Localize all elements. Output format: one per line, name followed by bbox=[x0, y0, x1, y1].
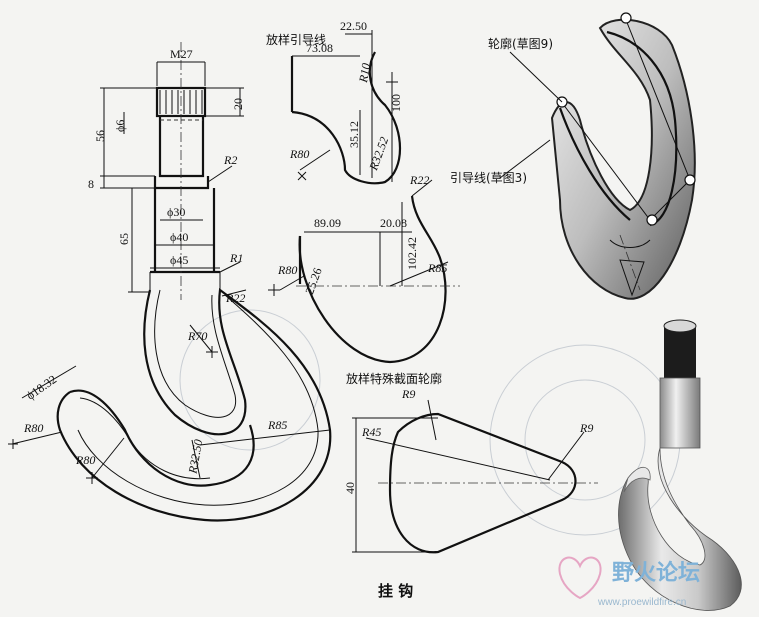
label-guide-sketch3: 引导线(草图3) bbox=[450, 171, 527, 185]
dim-r1: R1 bbox=[229, 251, 243, 265]
caption-hook: 挂 钩 bbox=[378, 582, 413, 600]
dim-phi45: ϕ45 bbox=[170, 253, 188, 267]
background-watermark-arcs bbox=[179, 309, 681, 536]
special-section-profile: 放样特殊截面轮廓 40 R9 R45 R9 bbox=[343, 371, 598, 554]
dim-100: 100 bbox=[389, 94, 403, 112]
dim-56: 56 bbox=[93, 130, 107, 142]
label-guide-curve: 放样引导线 bbox=[266, 32, 326, 47]
hook-outer-contour bbox=[56, 287, 332, 522]
dim-8909: 89.09 bbox=[314, 216, 341, 230]
control-point-icon bbox=[646, 214, 658, 226]
control-point-icon bbox=[620, 12, 632, 24]
dim-r80-section: R80 bbox=[277, 263, 297, 277]
dim-r22-main: R22 bbox=[225, 291, 245, 305]
watermark-url: www.proewildfire.cn bbox=[597, 597, 686, 608]
dim-r9-top: R9 bbox=[401, 387, 415, 401]
dim-r45: R45 bbox=[361, 425, 381, 439]
dim-r10: R10 bbox=[356, 62, 373, 84]
dim-r85-main: R85 bbox=[267, 418, 287, 432]
dim-7308: 73.08 bbox=[306, 41, 333, 55]
label-profile-sketch9: 轮廓(草图9) bbox=[488, 36, 553, 51]
dim-8: 8 bbox=[88, 177, 94, 191]
dim-r80-left: R80 bbox=[23, 421, 43, 435]
dim-r3250: R32.50 bbox=[185, 438, 205, 475]
main-hook-drawing: M27 20 56 ϕ6 8 R2 ϕ30 65 ϕ40 ϕ45 bbox=[8, 42, 332, 522]
dim-65: 65 bbox=[117, 233, 131, 245]
dim-r2: R2 bbox=[223, 153, 237, 167]
dim-m27: M27 bbox=[170, 47, 193, 61]
dim-3512: 35.12 bbox=[347, 121, 361, 148]
forum-watermark: 野火论坛 www.proewildfire.cn bbox=[558, 556, 700, 608]
dim-phi1832: ϕ18.32 bbox=[24, 372, 59, 403]
dim-phi40: ϕ40 bbox=[170, 230, 188, 244]
dim-r80-guide: R80 bbox=[289, 147, 309, 161]
label-special-section: 放样特殊截面轮廓 bbox=[346, 371, 442, 386]
dim-r70: R70 bbox=[187, 329, 207, 343]
dim-phi6: ϕ6 bbox=[113, 120, 127, 132]
watermark-name: 野火论坛 bbox=[612, 560, 700, 586]
dim-r22-guide: R22 bbox=[409, 173, 429, 187]
thread-render bbox=[664, 328, 696, 378]
dim-2008: 20.08 bbox=[380, 216, 407, 230]
dim-r80-inner: R80 bbox=[75, 453, 95, 467]
guide-section-sketch: R22 89.09 20.08 102.42 R80 25.26 R85 bbox=[268, 173, 460, 364]
dim-10242: 102.42 bbox=[405, 237, 419, 270]
dim-2250: 22.50 bbox=[340, 19, 367, 33]
flower-logo-icon bbox=[558, 556, 602, 600]
dim-2526: 25.26 bbox=[302, 266, 324, 296]
dim-40: 40 bbox=[343, 482, 357, 494]
dim-20: 20 bbox=[231, 98, 245, 110]
dim-phi30: ϕ30 bbox=[167, 205, 185, 219]
hook-3d-shaded-view bbox=[618, 319, 742, 611]
hook-3d-loft-view: 轮廓(草图9) 引导线(草图3) bbox=[450, 12, 696, 300]
thread-hatch bbox=[159, 90, 203, 114]
dim-r9-tip: R9 bbox=[579, 421, 593, 435]
dim-r3252: R32.52 bbox=[366, 135, 391, 173]
guide-curve-sketch: 放样引导线 73.08 22.50 R10 100 35.12 R32.52 R… bbox=[266, 19, 403, 185]
control-point-icon bbox=[684, 174, 696, 186]
